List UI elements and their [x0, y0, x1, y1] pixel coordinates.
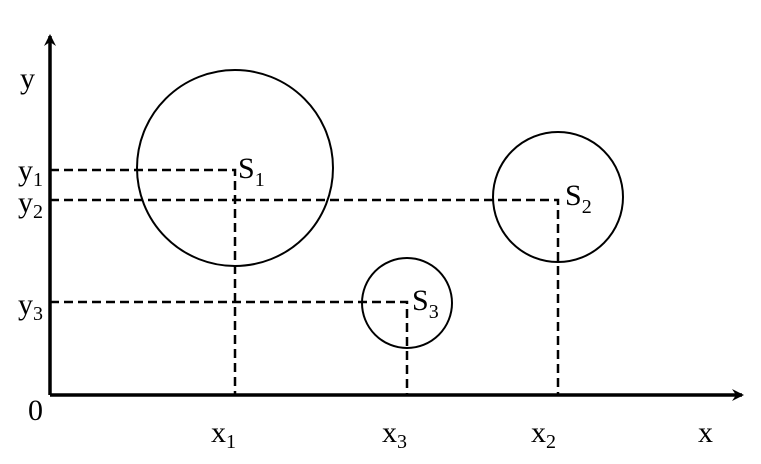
guide-s2	[50, 198, 560, 395]
guide-s1	[50, 168, 237, 395]
x-tick-3: x3	[382, 416, 407, 453]
y-tick-2: y2	[18, 186, 43, 223]
circle-s3	[361, 257, 453, 349]
x-tick-1: x1	[211, 416, 236, 453]
guide-s3	[50, 300, 409, 395]
circle-s1	[136, 69, 334, 267]
x-axis-label: x	[698, 416, 713, 449]
label-s3: S3	[412, 284, 439, 323]
label-s2: S2	[565, 179, 592, 218]
y-tick-3: y3	[18, 288, 43, 325]
label-s1: S1	[238, 152, 265, 191]
origin-label: 0	[28, 394, 43, 427]
x-tick-2: x2	[531, 416, 556, 453]
y-tick-1: y1	[18, 154, 43, 191]
circle-s2	[492, 131, 624, 263]
y-axis-label: y	[20, 62, 35, 95]
